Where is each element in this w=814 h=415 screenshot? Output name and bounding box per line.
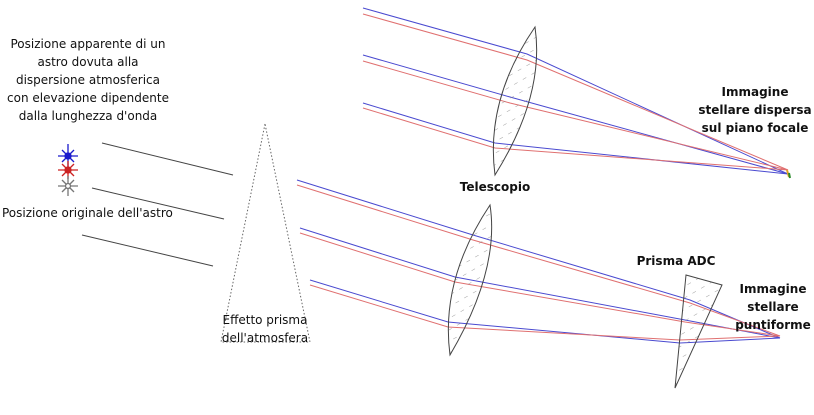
adc-prism bbox=[674, 274, 723, 389]
dispersed-image-line-2: stellare dispersa bbox=[698, 103, 812, 117]
gray-star-icon bbox=[58, 176, 78, 196]
atmosphere-prism-label: Effetto prisma dell'atmosfera bbox=[215, 311, 315, 347]
dispersed-image-line-3: sul piano focale bbox=[701, 121, 809, 135]
telescope-lens-top bbox=[492, 25, 538, 177]
telescope-lens-bottom bbox=[447, 203, 493, 357]
adc-prism-label: Prisma ADC bbox=[636, 254, 716, 268]
dispersed-star-image bbox=[786, 169, 791, 179]
telescope-label: Telescopio bbox=[459, 180, 531, 194]
point-image-line-3: puntiforme bbox=[735, 318, 811, 332]
apparent-position-line-1: Posizione apparente di un bbox=[10, 37, 166, 51]
red-star-icon bbox=[58, 161, 78, 179]
point-image-label: Immagine stellare puntiforme bbox=[733, 280, 813, 334]
apparent-position-line-3: dispersione atmosferica bbox=[15, 73, 161, 87]
incoming-light-lines bbox=[81, 142, 234, 267]
apparent-position-line-2: astro dovuta alla bbox=[37, 55, 139, 69]
apparent-position-line-4: con elevazione dipendente bbox=[7, 91, 169, 105]
dispersed-image-line-1: Immagine bbox=[721, 85, 789, 99]
bottom-rays bbox=[296, 179, 781, 344]
apparent-position-line-5: dalla lunghezza d'onda bbox=[18, 109, 158, 123]
atmosphere-prism-line-2: dell'atmosfera bbox=[221, 331, 309, 345]
dispersed-image-label: Immagine stellare dispersa sul piano foc… bbox=[696, 83, 814, 137]
apparent-position-label: Posizione apparente di un astro dovuta a… bbox=[2, 35, 174, 125]
point-image-line-2: stellare bbox=[747, 300, 799, 314]
atmosphere-prism-line-1: Effetto prisma bbox=[222, 313, 308, 327]
original-position-label: Posizione originale dell'astro bbox=[2, 206, 173, 220]
point-image-line-1: Immagine bbox=[739, 282, 807, 296]
atmosphere-prism bbox=[220, 123, 311, 343]
